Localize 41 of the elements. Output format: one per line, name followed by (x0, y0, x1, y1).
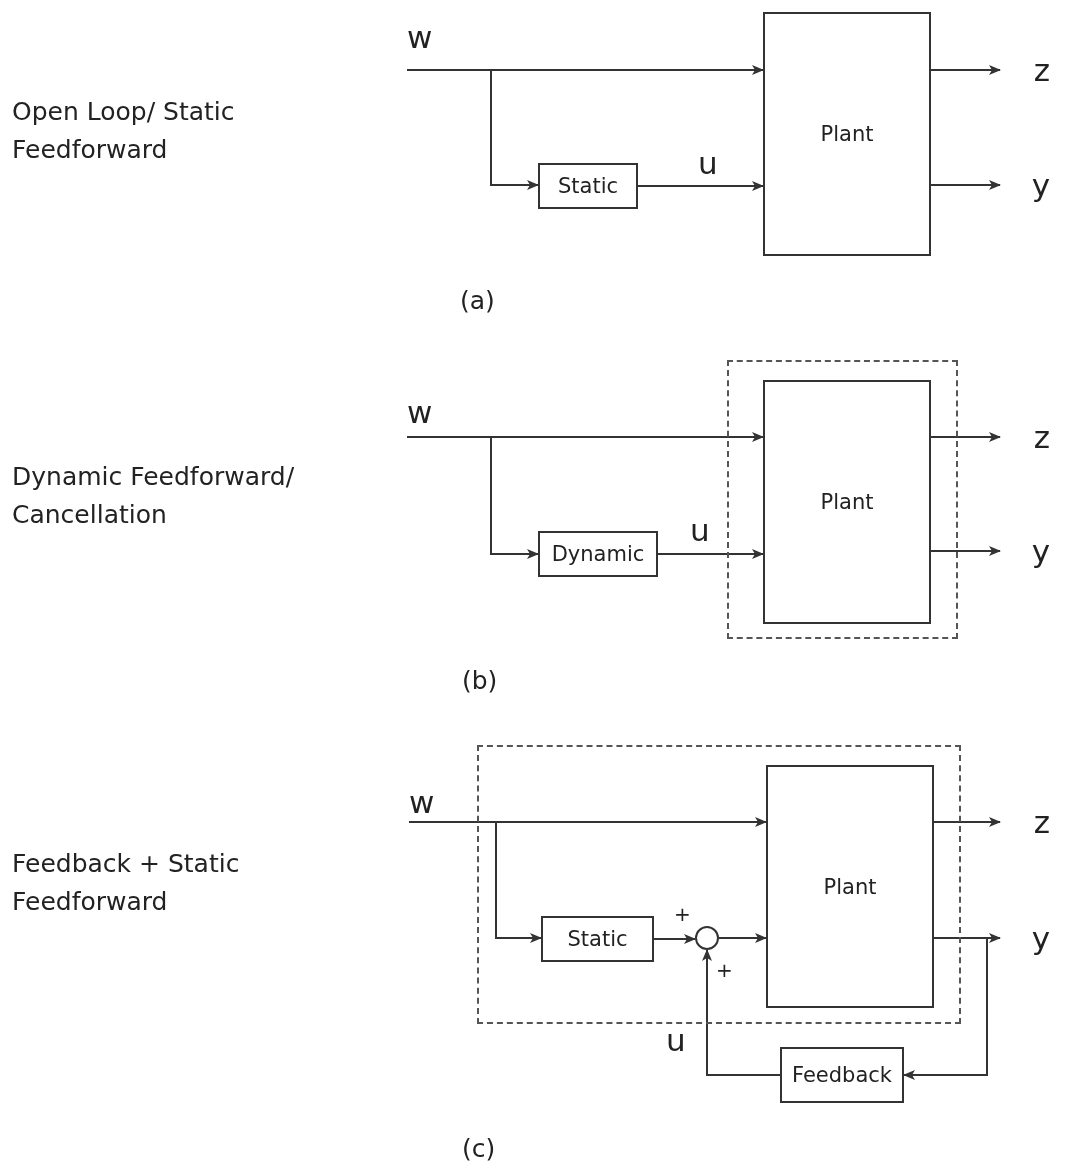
panel-caption: Open Loop/ Static Feedforward (12, 96, 236, 166)
summing-junction (695, 926, 719, 950)
signal-arrow (903, 937, 988, 1080)
signal-arrow (653, 934, 696, 944)
signal-label: z (1000, 50, 1050, 90)
signal-arrow (637, 181, 764, 191)
signal-arrow (930, 65, 1001, 75)
block-box: Plant (763, 380, 931, 624)
signal-arrow (718, 933, 767, 943)
sign-label: + (716, 960, 733, 980)
figure-label: (c) (462, 1133, 496, 1165)
signal-arrow (930, 180, 1001, 190)
signal-arrow (930, 546, 1001, 556)
signal-label: y (1000, 531, 1050, 571)
signal-arrow (408, 821, 542, 943)
sign-label: + (674, 904, 691, 924)
signal-arrow (657, 549, 764, 559)
signal-label: w (407, 397, 452, 437)
signal-label: y (1000, 165, 1050, 205)
signal-label: z (1000, 417, 1050, 457)
block-box: Plant (763, 12, 931, 256)
block-box: Plant (766, 765, 934, 1008)
block-box: Feedback (780, 1047, 904, 1103)
dashed-boundary (477, 745, 961, 1024)
block-box: Static (541, 916, 654, 962)
signal-label: z (1000, 802, 1050, 842)
panel-caption: Dynamic Feedforward/ Cancellation (12, 461, 296, 531)
signal-arrow (406, 69, 539, 190)
panel-caption: Feedback + Static Feedforward (12, 848, 241, 918)
signal-arrow (930, 432, 1001, 442)
signal-arrow (702, 949, 781, 1076)
signal-arrow (406, 436, 539, 559)
signal-label: w (409, 787, 454, 822)
signal-label: w (407, 22, 452, 70)
dashed-boundary (727, 360, 958, 639)
signal-arrow (933, 817, 1001, 827)
signal-label: y (1000, 918, 1050, 958)
figure-label: (b) (462, 665, 498, 697)
figure-label: (a) (460, 285, 495, 317)
block-box: Static (538, 163, 638, 209)
block-box: Dynamic (538, 531, 658, 577)
